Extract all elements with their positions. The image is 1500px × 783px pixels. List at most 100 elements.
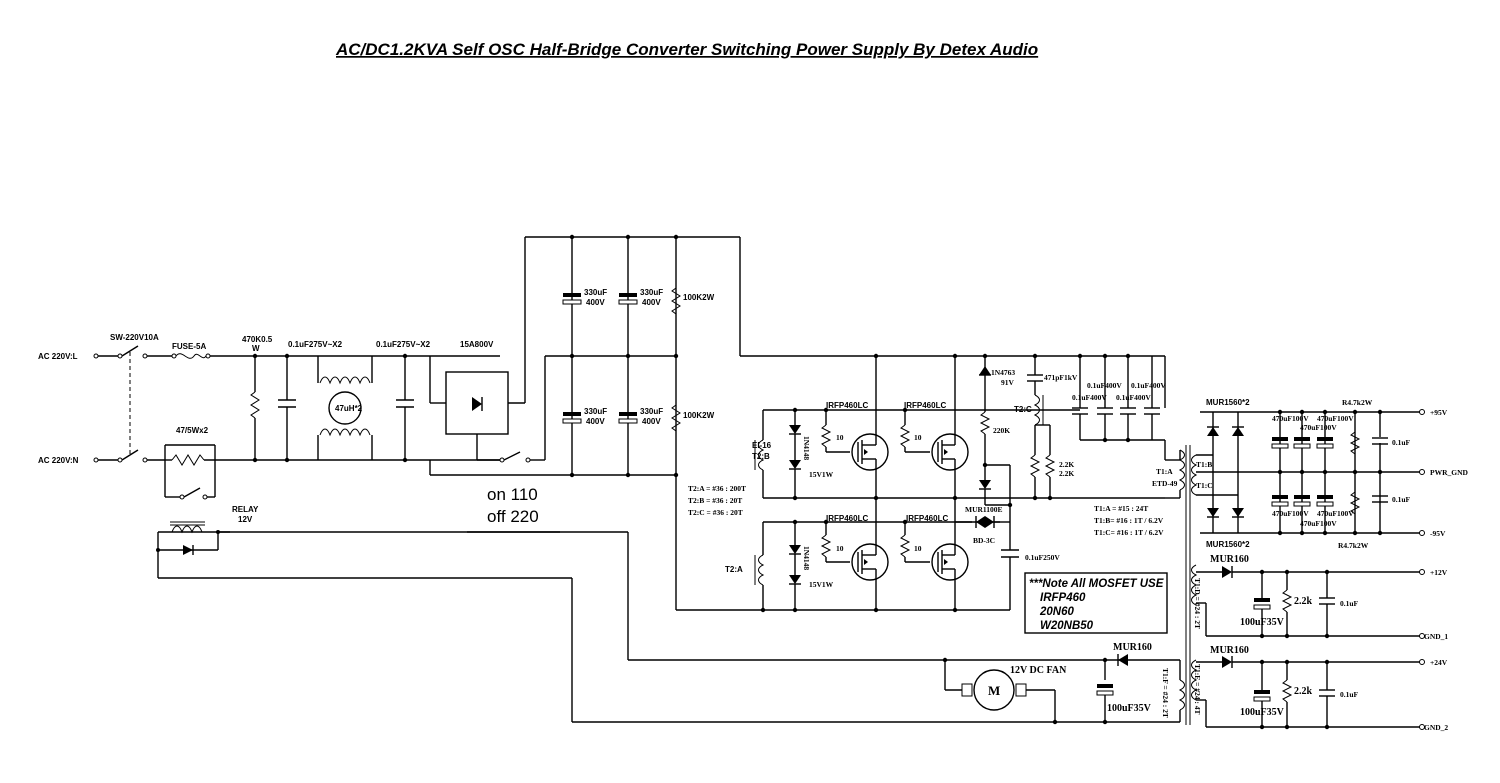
mosfet-3-label: IRFP460LC: [826, 514, 868, 523]
relay-label: RELAY: [232, 505, 259, 514]
t2b-label: T2:B: [752, 452, 770, 461]
bleeder-label-b: W: [252, 344, 260, 353]
sec-cap-1-label: 470uF100V: [1272, 414, 1309, 423]
res-cap-4-label: 0.1uF400V: [1116, 393, 1151, 402]
upper-gate-drive: [754, 407, 1080, 501]
bulk-cap-2-voltage: 400V: [642, 298, 661, 307]
fan-diode-label: MUR160: [1113, 642, 1152, 653]
selector-off-label: off 220: [487, 507, 539, 526]
sec-bleed-bottom-label: R4.7k2W: [1338, 541, 1369, 550]
bulk-cap-1-voltage: 400V: [586, 298, 605, 307]
bleeder-resistor: [250, 353, 260, 463]
mosfet-1-label: IRFP460LC: [826, 401, 868, 410]
snubber-cap-label: 471pF1kV: [1044, 373, 1078, 382]
note-part-2: 20N60: [1039, 606, 1074, 618]
sec-cap-3-label: 470uF100V: [1300, 423, 1337, 432]
relay-voltage-label: 12V: [238, 515, 253, 524]
bulk-cap-3-label: 330uF: [584, 407, 607, 416]
aux-diode-2-label: MUR160: [1210, 645, 1249, 656]
diode-1-label: 1N4148: [802, 436, 811, 460]
t1a-label: T1:A: [1156, 467, 1173, 476]
mosfet-4-label: IRFP460LC: [906, 514, 948, 523]
aux-cap-1-label: 100uF35V: [1240, 617, 1285, 628]
secondary-rectifier: [1196, 409, 1425, 536]
sec-dec-bottom-label: 0.1uF: [1392, 495, 1411, 504]
bulk-cap-3-voltage: 400V: [586, 417, 605, 426]
rect-top-label: MUR1560*2: [1206, 398, 1250, 407]
out-gnd1-label: GND_1: [1424, 632, 1448, 641]
sec-cap-6-label: 470uF100V: [1300, 519, 1337, 528]
r-2k2-2-label: 2.2K: [1059, 469, 1074, 478]
aux-dec-1-label: 0.1uF: [1340, 599, 1359, 608]
lower-gate-drive: [676, 498, 1010, 613]
t2a-label: T2:A: [725, 565, 743, 574]
fan-cap-label: 100uF35V: [1107, 703, 1152, 714]
x-capacitor-2: [396, 353, 414, 463]
t1f-label: T1:F = #24 : 2T: [1161, 668, 1170, 718]
out-p12-label: +12V: [1430, 568, 1448, 577]
aux-12v: [1196, 566, 1425, 639]
aux-diode-1-label: MUR160: [1210, 554, 1249, 565]
dc-rail: [740, 353, 1166, 425]
res-cap-3-label: 0.1uF400V: [1072, 393, 1107, 402]
bulk-cap-4-label: 330uF: [640, 407, 663, 416]
aux-r-2-label: 2.2k: [1294, 686, 1313, 697]
t1c-label: T1:C: [1196, 481, 1213, 490]
zener-1-label: 15V1W: [809, 470, 834, 479]
out-p95-label: +95V: [1430, 408, 1448, 417]
sec-dec-top-label: 0.1uF: [1392, 438, 1411, 447]
snubber-cap2-label: 0.1uF250V: [1025, 553, 1060, 562]
out-gnd-label: PWR_GND: [1430, 468, 1468, 477]
res-cap-1-label: 0.1uF400V: [1087, 381, 1122, 390]
fan-motor-icon: M: [988, 683, 1000, 698]
t1c-spec: T1:C= #16 : 1T / 6.2V: [1094, 528, 1164, 537]
fan-label: 12V DC FAN: [1010, 665, 1067, 676]
t2c-label: T2:C: [1014, 405, 1032, 414]
etd49-label: ETD-49: [1152, 479, 1178, 488]
fuse-label: FUSE-5A: [172, 342, 206, 351]
gate-r-2-label: 10: [914, 433, 922, 442]
out-n95-label: -95V: [1430, 529, 1446, 538]
main-transformer: [1178, 445, 1198, 725]
startup-circuit: [955, 366, 1056, 610]
zener-91-label: 1N4763: [991, 368, 1015, 377]
bulk-bleeder-2-label: 100K2W: [683, 411, 715, 420]
t1e-label: T1:E = #24 : 4T: [1193, 664, 1202, 715]
rect-bottom-label: MUR1560*2: [1206, 540, 1250, 549]
sec-cap-5-label: 470uF100V: [1317, 509, 1354, 518]
bulk-cap-2-label: 330uF: [640, 288, 663, 297]
mosfet-2-label: IRFP460LC: [904, 401, 946, 410]
aux-dec-2-label: 0.1uF: [1340, 690, 1359, 699]
ei16-label: EI-16: [752, 441, 772, 450]
r-2k2-1-label: 2.2K: [1059, 460, 1074, 469]
gate-r-1-label: 10: [836, 433, 844, 442]
aux-cap-2-label: 100uF35V: [1240, 707, 1285, 718]
bridge-label: 15A800V: [460, 340, 494, 349]
t1b-spec: T1:B= #16 : 1T / 6.2V: [1094, 516, 1164, 525]
schematic-title: AC/DC1.2KVA Self OSC Half-Bridge Convert…: [335, 40, 1038, 59]
aux-r-1-label: 2.2k: [1294, 596, 1313, 607]
note-part-3: W20NB50: [1040, 620, 1094, 632]
ntc-label: 47/5Wx2: [176, 426, 209, 435]
bulk-cap-1-label: 330uF: [584, 288, 607, 297]
zener-91-voltage: 91V: [1001, 378, 1015, 387]
winding-c-spec: T2:C = #36 : 20T: [688, 508, 743, 517]
gate-r-4-label: 10: [914, 544, 922, 553]
sec-bleed-top-label: R4.7k2W: [1342, 398, 1373, 407]
common-mode-choke: [317, 356, 373, 460]
t1a-spec: T1:A = #15 : 24T: [1094, 504, 1148, 513]
mur1100e-label: MUR1100E: [965, 505, 1003, 514]
diac-label: BD-3C: [973, 536, 995, 545]
bleeder-label-a: 470K0.5: [242, 335, 273, 344]
input-neutral-label: AC 220V:N: [38, 456, 79, 465]
bulk-capacitor-bank: [525, 234, 741, 610]
bulk-bleeder-1-label: 100K2W: [683, 293, 715, 302]
winding-a-spec: T2:A = #36 : 200T: [688, 484, 746, 493]
resonant-capacitor-bank: [1050, 407, 1180, 499]
aux-24v: [1196, 656, 1425, 730]
switch-label: SW-220V10A: [110, 333, 159, 342]
x-cap-2-label: 0.1uF275V~X2: [376, 340, 431, 349]
bulk-cap-4-voltage: 400V: [642, 417, 661, 426]
t1b-label: T1:B: [1196, 460, 1212, 469]
